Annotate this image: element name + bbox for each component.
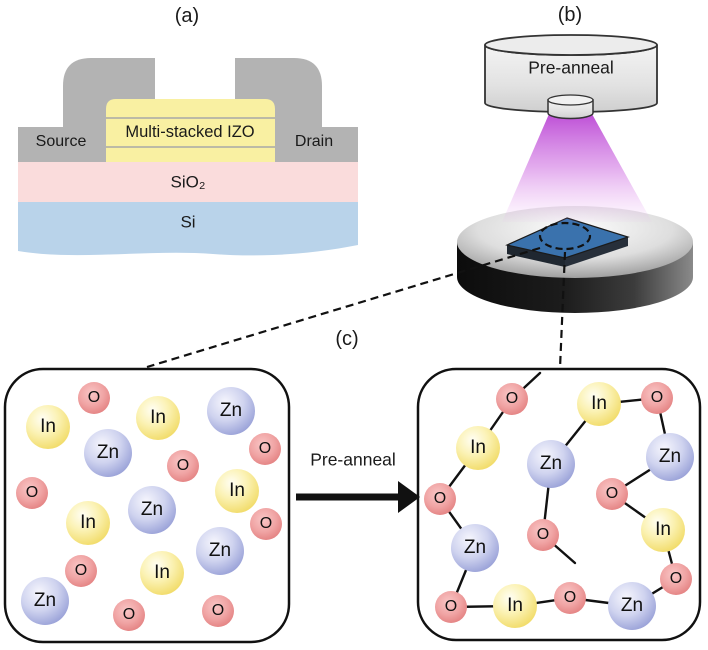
atom-in: In — [66, 501, 110, 545]
atom-label: Zn — [140, 499, 164, 520]
atom-zn: Zn — [128, 486, 176, 534]
panel-c-label: (c) — [335, 328, 359, 350]
atom-o: O — [202, 595, 234, 627]
atom-zn: Zn — [84, 429, 132, 477]
atom-label: O — [176, 457, 190, 474]
atom-o: O — [435, 591, 467, 623]
atom-label: In — [229, 480, 245, 501]
atom-zn: Zn — [21, 577, 69, 625]
atom-in: In — [456, 426, 500, 470]
zoom-leader-left — [146, 246, 541, 369]
atom-o: O — [250, 508, 282, 540]
zoom-circle — [538, 221, 592, 251]
zoom-leader-right — [558, 251, 567, 369]
atom-in: In — [641, 508, 685, 552]
atom-label: Zn — [658, 446, 682, 467]
panel-b-label: (b) — [557, 4, 583, 26]
sio2-label: SiO₂ — [170, 172, 206, 192]
atom-label: O — [650, 389, 664, 406]
atom-zn: Zn — [196, 527, 244, 575]
si-label: Si — [180, 212, 196, 232]
drain-label: Drain — [294, 133, 334, 150]
atom-label: In — [154, 562, 170, 583]
atom-label: O — [258, 440, 272, 457]
atom-o: O — [16, 477, 48, 509]
atom-o: O — [596, 478, 628, 510]
atom-label: Zn — [219, 400, 243, 421]
uv-light-cone — [502, 114, 652, 222]
atom-o: O — [65, 555, 97, 587]
atom-label: O — [669, 570, 683, 587]
panel-a-label: (a) — [174, 5, 200, 27]
atom-label: O — [259, 515, 273, 532]
si-substrate-layer — [18, 202, 358, 256]
anneal-setup — [146, 34, 693, 369]
atom-label: In — [655, 519, 671, 540]
atom-in: In — [26, 405, 70, 449]
atom-zn: Zn — [646, 433, 694, 481]
process-arrow-label: Pre-anneal — [310, 449, 396, 470]
lamp-top — [484, 34, 658, 56]
atom-o: O — [496, 383, 528, 415]
atom-label: O — [563, 589, 577, 606]
atom-in: In — [493, 584, 537, 628]
atom-label: In — [40, 416, 56, 437]
atom-in: In — [215, 469, 259, 513]
atom-label: O — [433, 490, 447, 507]
izo-channel-layer — [106, 99, 275, 162]
atom-label: In — [591, 393, 607, 414]
atom-label: In — [80, 512, 96, 533]
atom-label: O — [122, 606, 136, 623]
lamp-nozzle-rim — [547, 94, 594, 106]
atom-o: O — [554, 582, 586, 614]
atom-zn: Zn — [527, 440, 575, 488]
izo-channel-label: Multi-stacked IZO — [125, 122, 255, 141]
atom-label: O — [536, 526, 550, 543]
sio2-layer — [18, 162, 358, 202]
atom-label: In — [470, 437, 486, 458]
atom-label: Zn — [620, 595, 644, 616]
atom-label: Zn — [463, 537, 487, 558]
atom-label: O — [505, 390, 519, 407]
atom-o: O — [249, 433, 281, 465]
atom-o: O — [167, 450, 199, 482]
atom-zn: Zn — [608, 582, 656, 630]
atom-label: O — [444, 598, 458, 615]
sample-side-left — [507, 245, 565, 267]
atom-label: O — [211, 602, 225, 619]
atom-in: In — [577, 382, 621, 426]
atom-o: O — [660, 563, 692, 595]
atom-o: O — [78, 382, 110, 414]
atom-in: In — [140, 551, 184, 595]
atom-label: In — [507, 595, 523, 616]
atom-label: O — [25, 484, 39, 501]
atom-label: Zn — [539, 453, 563, 474]
atom-o: O — [527, 519, 559, 551]
atom-o: O — [641, 382, 673, 414]
atom-o: O — [424, 483, 456, 515]
atom-label: In — [150, 407, 166, 428]
atom-in: In — [136, 396, 180, 440]
source-label: Source — [35, 133, 87, 150]
atom-label: Zn — [33, 590, 57, 611]
lamp-label: Pre-anneal — [528, 57, 614, 78]
atom-label: Zn — [96, 442, 120, 463]
atom-zn: Zn — [207, 387, 255, 435]
atom-label: Zn — [208, 540, 232, 561]
atom-label: O — [87, 389, 101, 406]
sample-side-right — [565, 237, 628, 267]
process-arrow-head — [398, 481, 420, 513]
atom-o: O — [113, 599, 145, 631]
atom-label: O — [605, 485, 619, 502]
atom-label: O — [74, 562, 88, 579]
atom-zn: Zn — [451, 524, 499, 572]
device-cross-section — [18, 58, 358, 256]
